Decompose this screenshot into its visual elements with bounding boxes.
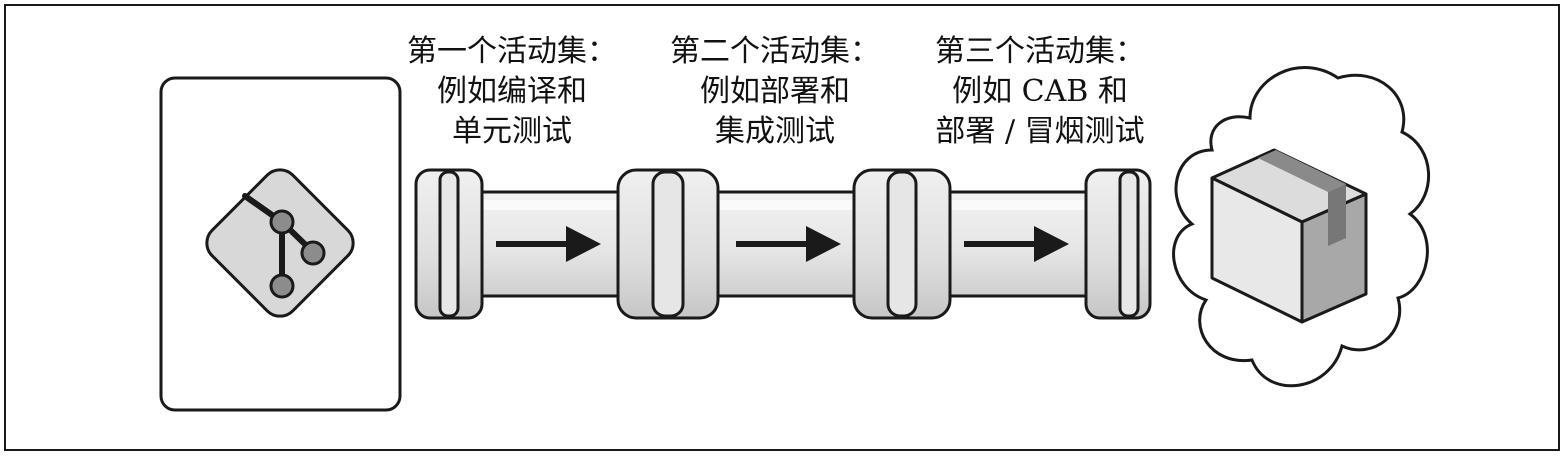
flow-arrow-1 bbox=[496, 226, 601, 262]
stage-2-title: 第二个活动集： bbox=[670, 34, 880, 69]
stage-1-example: 例如编译和 bbox=[437, 74, 587, 109]
stage-3-title: 第三个活动集： bbox=[935, 34, 1145, 69]
deployment-target bbox=[1172, 66, 1431, 388]
stage-2-label: 第二个活动集： 例如部署和 集成测试 bbox=[655, 32, 895, 152]
pipe-flange-start bbox=[414, 168, 484, 320]
flow-arrow-3 bbox=[964, 226, 1069, 262]
source-repository bbox=[159, 76, 402, 412]
stage-2-example: 例如部署和 bbox=[700, 74, 850, 109]
git-branch-icon bbox=[205, 168, 355, 318]
flow-arrow-2 bbox=[736, 226, 841, 262]
pipe-flange-joint-2 bbox=[852, 168, 952, 320]
package-box-icon bbox=[1210, 148, 1368, 324]
diagram-frame bbox=[4, 4, 1560, 451]
stage-3-example: 例如 CAB 和 bbox=[952, 74, 1128, 109]
pipe-flange-joint-1 bbox=[616, 168, 720, 320]
stage-1-tests: 单元测试 bbox=[452, 114, 572, 149]
pipeline bbox=[414, 168, 1152, 320]
stage-1-label: 第一个活动集： 例如编译和 单元测试 bbox=[392, 32, 632, 152]
stage-1-title: 第一个活动集： bbox=[407, 34, 617, 69]
stage-3-label: 第三个活动集： 例如 CAB 和 部署 / 冒烟测试 bbox=[920, 32, 1160, 152]
pipe-flange-end bbox=[1084, 168, 1152, 320]
stage-2-tests: 集成测试 bbox=[715, 114, 835, 149]
stage-3-tests: 部署 / 冒烟测试 bbox=[935, 114, 1145, 149]
